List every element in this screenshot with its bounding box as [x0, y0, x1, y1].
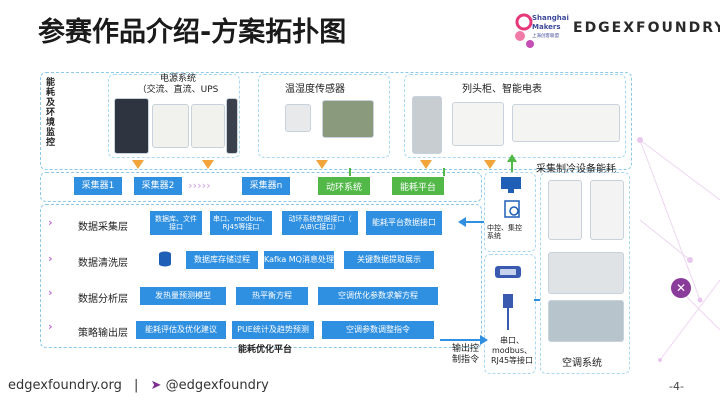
footer-twitter-link[interactable]: @edgexfoundry [165, 378, 269, 393]
page-number: -4- [669, 380, 684, 393]
power-system-group [108, 74, 240, 158]
control-system-group [484, 172, 536, 252]
layer-strategy-item-2: PUE统计及趋势预测 [232, 321, 314, 339]
page-title: 参赛作品介绍-方案拓扑图 [38, 17, 347, 48]
ac-unit-4 [548, 300, 624, 342]
layer-analyze-item-3: 空调优化参数求解方程 [318, 287, 438, 305]
collector-1: 采集器1 [74, 177, 122, 195]
layer3-chevron: › [48, 286, 53, 299]
collector-row-border [40, 172, 482, 202]
layer-strategy-label: 策略输出层 [78, 328, 128, 339]
layer-clean-item-3: 关键数据提取展示 [344, 251, 434, 269]
layer-analyze-label: 数据分析层 [78, 294, 128, 305]
layer-clean-item-1: 数据库存储过程 [186, 251, 258, 269]
ac-unit-1 [548, 180, 582, 240]
side-label-energy-monitoring: 能耗及环境监控 [46, 78, 56, 148]
layer-clean-label: 数据清洗层 [78, 258, 128, 269]
power-system-title: 电源系统 （交流、直流、UPS [137, 74, 219, 95]
dc-power-device [191, 104, 225, 148]
ups-device [226, 98, 238, 154]
ac-power-device [152, 104, 189, 148]
ups-cabinet-device [114, 98, 149, 154]
control-system-label: 中控、集控 系统 [487, 224, 522, 240]
layer1-chevron: › [48, 216, 53, 229]
shanghai-makers-text: Shanghai Makers [532, 14, 569, 31]
meter-title: 列头柜、智能电表 [462, 84, 542, 95]
serial-port-icon [494, 262, 522, 286]
layer2-chevron: › [48, 252, 53, 265]
sensor-device-1 [285, 104, 311, 132]
shanghai-makers-logo [510, 10, 556, 56]
footer-site-link[interactable]: edgexfoundry.org [8, 378, 122, 393]
collector-2: 采集器2 [134, 177, 182, 195]
port-label: 串口、 modbus、 RJ45等接口 [490, 336, 534, 365]
layer-collect-item-3: 动环系统数据接口（ A\B\C接口） [282, 211, 358, 235]
sensor-title: 温湿度传感器 [285, 84, 345, 95]
ac-system-label: 空调系统 [562, 358, 602, 369]
layer-strategy-item-1: 能耗评估及优化建议 [136, 321, 226, 339]
sensor-device-2 [322, 100, 374, 138]
layer-collect-item-4: 能耗平台数据接口 [366, 211, 442, 235]
arrow-sensor [316, 160, 328, 169]
platform-label: 能耗优化平台 [238, 345, 293, 355]
collector-n: 采集器n [242, 177, 290, 195]
twitter-icon: ➤ [150, 378, 162, 393]
document-icon [504, 200, 520, 222]
layer-collect-item-1: 数据库、文件 接口 [150, 211, 202, 235]
platform-border [40, 204, 482, 348]
smart-meter-device-2 [512, 104, 620, 142]
layer-analyze-item-1: 发热量预测模型 [140, 287, 226, 305]
edgex-logo: EDGEXFOUNDRY [573, 20, 720, 36]
arrow-meter-1 [420, 160, 432, 169]
port-group [484, 254, 536, 374]
footer-separator: | [134, 378, 139, 393]
smart-meter-device-1 [452, 102, 504, 146]
energy-platform-box: 能耗平台 [392, 177, 444, 195]
sensor-group [258, 74, 390, 158]
cable-icon [498, 292, 518, 336]
collector-chevrons: ››››› [188, 179, 211, 192]
layer-collect-item-2: 串口、modbus、 RJ45等接口 [210, 211, 272, 235]
column-cabinet-device [412, 96, 442, 154]
arrow-power-2 [202, 160, 214, 169]
layer-collect-label: 数据采集层 [78, 222, 128, 233]
layer-strategy-item-3: 空调参数调整指令 [322, 321, 434, 339]
ac-unit-3 [548, 252, 624, 294]
x-badge-icon: ✕ [671, 278, 691, 298]
shanghai-makers-subtext: 上海创客联盟 [532, 34, 559, 39]
computer-icon [500, 176, 522, 198]
layer-analyze-item-2: 热平衡方程 [236, 287, 308, 305]
arrow-meter-2 [484, 160, 496, 169]
footer: edgexfoundry.org | ➤ @edgexfoundry [8, 378, 269, 393]
ac-unit-2 [590, 180, 624, 240]
right-section-title: 采集制冷设备能耗 [536, 164, 616, 175]
arrow-power-1 [132, 160, 144, 169]
device-area-border [40, 72, 632, 170]
layer-clean-item-2: Kafka MQ消息处理 [264, 251, 334, 269]
layer4-chevron: › [48, 320, 53, 333]
env-system-box: 动环系统 [318, 177, 370, 195]
ac-system-group [540, 172, 630, 374]
database-icon [158, 251, 172, 267]
output-command-label: 输出控 制指令 [452, 344, 480, 365]
